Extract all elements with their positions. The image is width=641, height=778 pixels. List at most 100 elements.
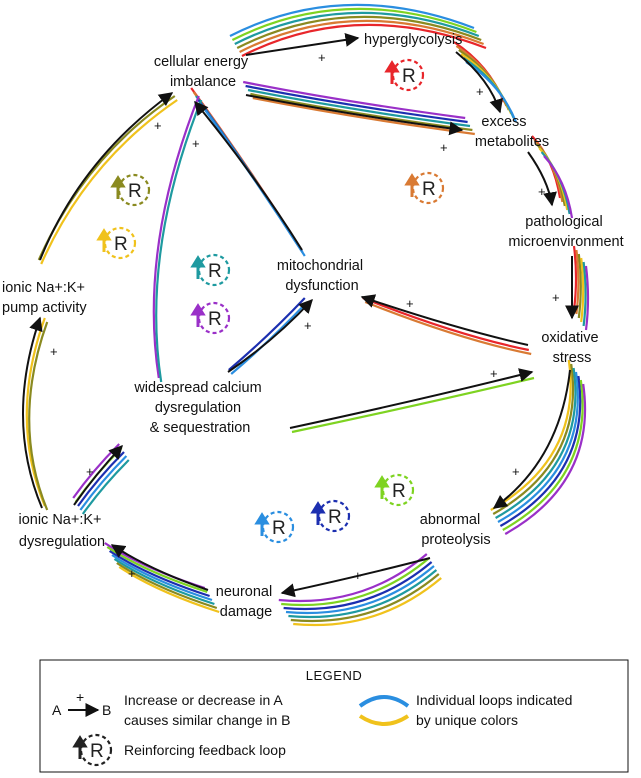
arrow-stress-to-proteolysis [492,369,571,509]
plus-sign: + [354,568,362,583]
loop-stroke-teal [113,558,215,606]
loop-stroke-blue [285,565,435,615]
loop-stroke-blue [497,371,579,523]
loop-stroke-blue [199,103,306,257]
plus-sign: + [476,84,484,99]
legend-reinforcing-description: Reinforcing feedback loop [124,742,286,758]
plus-sign: + [538,184,546,199]
loop-stroke-purple [504,383,587,535]
reinforcing-loop-marker-red: R [384,58,425,92]
node-neuronal-damage: neuronal damage [216,584,276,620]
arrow-calcium-to-stress [289,368,534,429]
loop-stroke-blue [79,455,128,511]
plus-sign: + [440,140,448,155]
loop-stroke-olive [492,363,575,515]
loop-letter: R [208,309,222,330]
loop-stroke-olive [28,321,49,511]
loop-stroke-olive [116,562,218,610]
arrow-proteolysis-to-neuronal [280,557,431,598]
legend-arrow-description: Increase or decrease in A causes similar… [124,692,291,728]
node-abnormal-proteolysis: abnormal proteolysis [420,512,491,548]
reinforcing-loop-marker-green: R [374,473,415,507]
loop-stroke-orange [364,300,532,356]
loop-stroke-purple [543,155,574,219]
loop-letter: R [328,507,342,528]
reinforcing-loop-marker-blue: R [254,510,295,544]
reinforcing-loop-marker-olive: R [110,173,151,207]
loop-letter: R [114,234,128,255]
reinforcing-loop-marker-teal: R [190,253,231,287]
loop-stroke-teal [81,459,130,515]
loop-stroke-green [502,379,584,531]
plus-sign: + [86,464,94,479]
loop-stroke-green [231,7,477,41]
plus-sign: + [128,566,136,581]
legend-loop-color-swatch [358,695,410,726]
node-pump-activity: ionic Na+:K+ pump activity [2,280,89,316]
loop-stroke-teal [155,99,203,383]
polarity-signs: + + + + + + + + + + + + + + + [50,50,560,583]
node-hyperglycolysis: hyperglycolysis [364,32,462,48]
loop-stroke-olive [236,15,482,49]
loop-stroke-navy [228,297,306,371]
loop-stroke-red [362,296,530,352]
plus-sign: + [552,290,560,305]
loop-stroke-teal [582,261,587,327]
arrow-ionic-to-calcium [73,444,123,506]
arrow-calcium-to-mito [227,298,313,373]
loop-stroke-yellow [118,566,220,614]
node-ionic-dysregulation: ionic Na+:K+ dysregulation [18,512,105,550]
plus-sign: + [512,464,520,479]
plus-sign: + [318,50,326,65]
legend-title: LEGEND [306,668,362,683]
loop-stroke-orange [239,19,484,53]
node-widespread-calcium: widespread calcium dysregulation & seque… [133,380,265,436]
legend: LEGEND A + B Increase or decrease in A c… [39,659,629,773]
loop-stroke-navy [499,375,582,527]
loop-stroke-yellow [25,317,46,507]
arrow-mito-to-energy [194,100,303,251]
reinforcing-loop-markers: R R R R R R R R R [96,58,445,544]
loop-letter: R [128,181,142,202]
loop-stroke-yellow [293,577,442,627]
node-cellular-energy-imbalance: cellular energy imbalance [154,54,252,90]
causal-arrows [22,32,579,598]
loop-stroke-olive [577,253,582,319]
legend-arrow-plus: + [76,689,84,705]
plus-sign: + [154,118,162,133]
loop-bundles [25,3,590,627]
arrow-stress-to-mitochondrial [360,294,529,346]
reinforcing-loop-marker-yellow: R [96,226,137,260]
loop-stroke-blue [229,3,475,37]
legend-reinforcing-loop-icon: R [72,733,113,767]
loop-stroke-teal [495,367,577,519]
loop-stroke-olive [290,573,440,623]
loop-stroke-green [291,376,535,434]
loop-stroke-teal [234,11,480,45]
arrow-energy-to-hyperglycolysis [245,32,360,56]
loop-stroke-orange [252,96,475,136]
loop-letter: R [422,179,436,200]
plus-sign: + [406,296,414,311]
legend-box [39,659,629,773]
loop-stroke-purple [278,553,428,603]
loop-stroke-blue [111,554,213,602]
node-mitochondrial-dysfunction: mitochondrial dysfunction [277,258,367,294]
plus-sign: + [192,136,200,151]
loop-stroke-red [572,245,578,311]
node-pathological-microenvironment: pathological microenvironment [508,214,623,250]
arrow-ionic-to-pump [22,316,43,509]
arrow-metabolites-to-pathological [527,151,557,207]
arrow-pump-to-energy [39,92,174,261]
loop-stroke-yellow [580,257,585,323]
legend-reinforcing-icon: R [72,733,113,767]
loop-stroke-red [241,23,487,57]
reinforcing-loop-marker-navy: R [310,499,351,533]
loop-stroke-teal [247,88,471,128]
loop-letter: R [392,481,406,502]
loop-stroke-purple [152,95,200,379]
loop-stroke-green [281,557,430,607]
plus-sign: + [304,318,312,333]
loop-letter: R [272,518,286,539]
